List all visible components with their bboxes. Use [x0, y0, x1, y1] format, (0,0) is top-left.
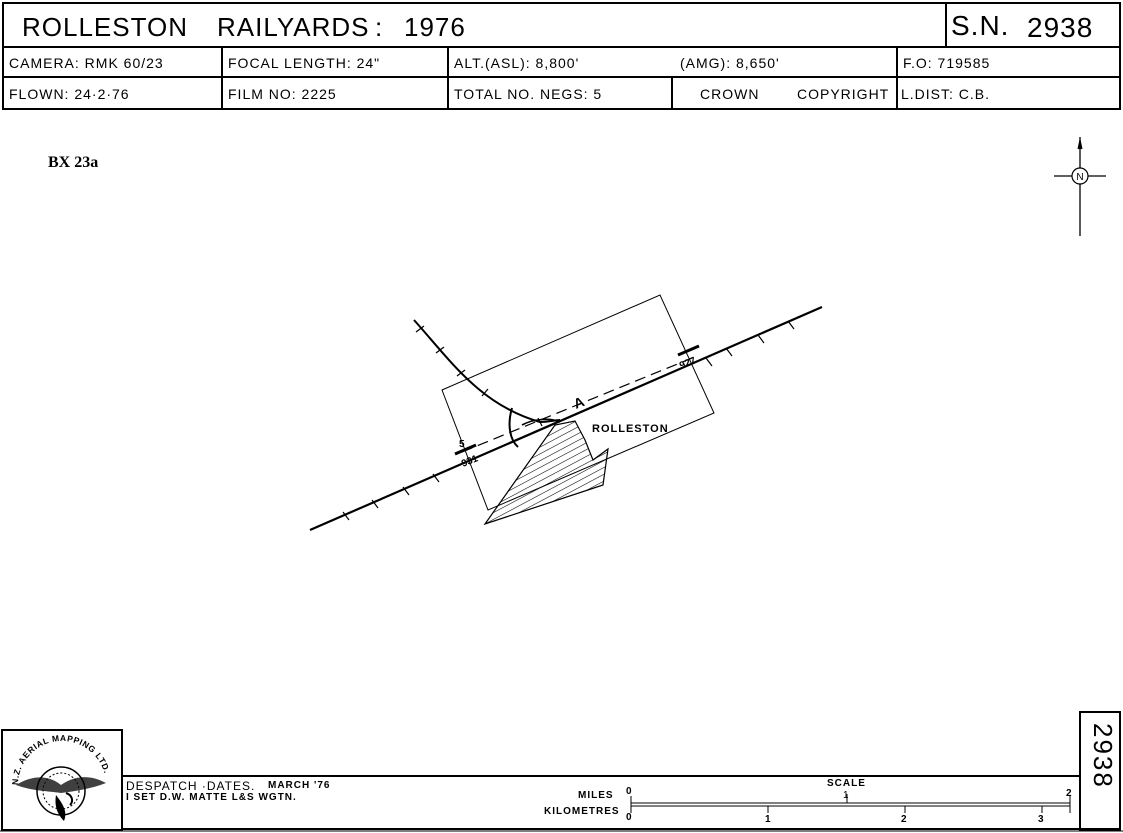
township-area [483, 420, 609, 526]
km-tick-2: 2 [901, 814, 908, 825]
scale-title: SCALE [827, 778, 866, 789]
side-number-box: 2938 [1081, 713, 1121, 830]
title-name: RAILYARDS [217, 12, 370, 42]
company-logo: N.Z. AERIAL MAPPING LTD. [10, 733, 112, 821]
branch-curve [508, 407, 519, 448]
start-negative-label: 931 [460, 453, 480, 470]
branch-ticks [415, 325, 543, 427]
svg-text:N.Z. AERIAL MAPPING LTD.: N.Z. AERIAL MAPPING LTD. [10, 733, 112, 785]
camera-field: CAMERA: RMK 60/23 [9, 55, 164, 71]
km-tick-0: 0 [626, 812, 633, 823]
sn-label: S.N. [951, 10, 1010, 41]
footer-grid [0, 711, 1123, 832]
flown-date-field: FLOWN: 24·2·76 [9, 86, 130, 102]
side-number: 2938 [1088, 723, 1118, 789]
branch-junction [521, 418, 561, 426]
despatch-date: MARCH '76 [268, 780, 331, 791]
start-marker [454, 443, 477, 456]
despatch-detail: I SET D.W. MATTE L&S WGTN. [126, 792, 297, 803]
coverage-rectangle [441, 294, 715, 511]
altitude-asl-field: ALT.(ASL): 8,800' [454, 55, 580, 71]
railway-ticks [342, 320, 795, 521]
sheet-reference: BX 23a [48, 154, 99, 171]
negatives-count-label: 5 [459, 439, 465, 450]
end-negative-label: 927 [678, 355, 698, 372]
north-label: N [1076, 172, 1083, 183]
km-tick-3: 3 [1038, 814, 1045, 825]
kilometres-label: KILOMETRES [544, 806, 620, 817]
title-year: 1976 [404, 12, 466, 42]
film-number-field: FILM NO: 2225 [228, 86, 337, 102]
altitude-amg-field: (AMG): 8,650' [680, 55, 780, 71]
title-separator: : [375, 12, 384, 42]
miles-tick-1: 1 [843, 790, 850, 801]
focal-length-field: FOCAL LENGTH: 24" [228, 55, 381, 71]
miles-tick-0: 0 [626, 786, 633, 797]
miles-label: MILES [578, 790, 614, 801]
run-label: A [571, 393, 586, 412]
km-tick-1: 1 [765, 814, 772, 825]
sn-number: 2938 [1027, 12, 1094, 43]
miles-tick-2: 2 [1066, 788, 1073, 799]
fo-field: F.O: 719585 [903, 55, 991, 71]
crown-text: CROWN [700, 86, 760, 102]
total-negs-field: TOTAL NO. NEGS: 5 [454, 86, 603, 102]
scale-bar [630, 794, 1071, 813]
ldist-field: L.DIST: C.B. [901, 86, 991, 102]
north-arrow-icon: N [1054, 137, 1106, 236]
logo-text: N.Z. AERIAL MAPPING LTD. [10, 733, 112, 785]
flight-line [461, 355, 698, 453]
copyright-text: COPYRIGHT [797, 86, 890, 102]
despatch-label: DESPATCH ·DATES. [126, 779, 256, 793]
end-marker [677, 344, 700, 357]
branch-railway [413, 319, 561, 424]
header-grid [2, 2, 1121, 110]
main-railway [309, 305, 823, 532]
title-place: ROLLESTON [22, 12, 189, 42]
place-label: ROLLESTON [592, 423, 669, 435]
